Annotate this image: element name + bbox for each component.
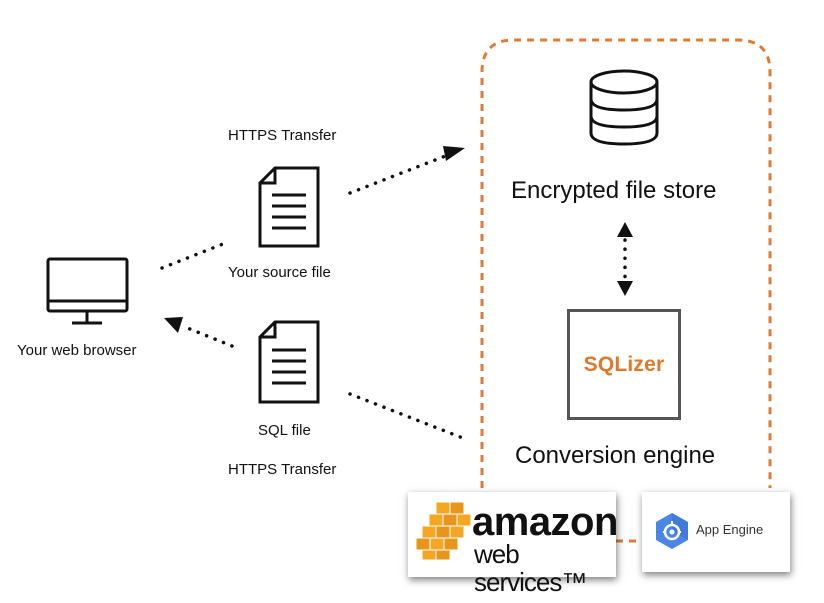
sql-to-browser-dots [183,325,234,348]
aws-boxes-icon [415,501,472,561]
aws-word-web-services: web services™ [474,539,587,597]
cloud-boundary [480,38,772,488]
conversion-engine-label: Conversion engine [515,442,716,469]
https-transfer-top-label: HTTPS Transfer [228,127,337,144]
aws-logo-card: amazon web services™ [408,492,618,596]
monitor-icon [46,257,129,325]
database-icon [589,69,659,146]
app-engine-logo-card: App Engine [642,492,790,572]
arrowhead-to-browser [164,317,183,333]
arrowhead-down [617,281,633,296]
document-icon [258,320,320,404]
sqlizer-logo: SQLizer [583,352,665,376]
https-transfer-bottom-label: HTTPS Transfer [228,461,337,478]
sql-file-label: SQL file [258,422,311,439]
arrowhead-to-store [443,146,465,161]
browser-to-source-dots [160,240,230,270]
app-engine-icon [656,513,688,549]
source-to-store-dots [348,153,450,195]
engine-to-sql-dots [348,392,470,442]
document-icon [258,166,320,248]
dotted-arrows [160,153,627,442]
file-store-label: Encrypted file store [511,177,717,204]
sqlizer-engine-box: SQLizer [567,309,681,420]
browser-label: Your web browser [17,342,137,359]
arrowhead-up [617,222,633,237]
app-engine-label: App Engine [696,522,764,537]
source-file-label: Your source file [228,264,331,281]
arrowheads [164,146,633,333]
aws-word-amazon: amazon [472,500,618,544]
